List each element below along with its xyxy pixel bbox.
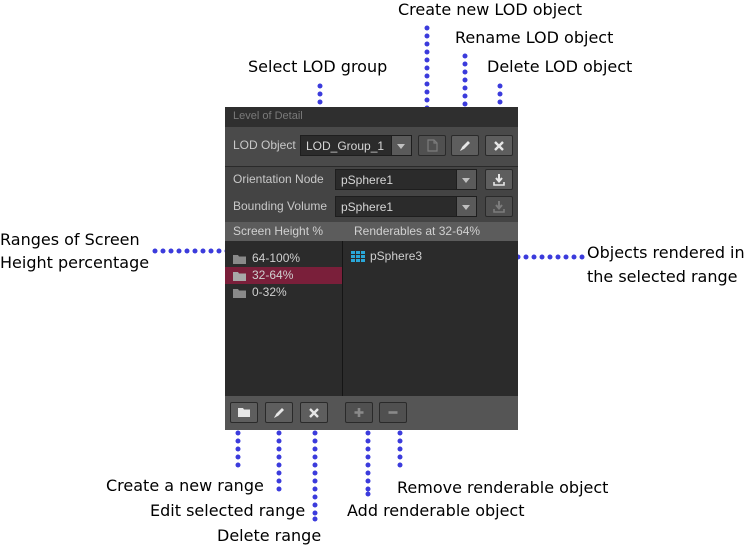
lod-object-value: LOD_Group_1 — [306, 139, 385, 153]
pencil-icon — [460, 141, 470, 151]
chevron-down-icon[interactable] — [456, 197, 476, 216]
delete-lod-button[interactable] — [485, 135, 513, 156]
mesh-grid-icon — [351, 251, 365, 262]
folder-icon — [233, 255, 246, 264]
download-icon — [493, 174, 505, 186]
pencil-icon — [274, 408, 284, 418]
callout-objects-line2: the selected range — [587, 267, 738, 286]
create-lod-button[interactable] — [418, 135, 446, 156]
plus-icon — [354, 408, 364, 417]
callout-edit-range: Edit selected range — [150, 501, 306, 520]
callout-select-lod-group: Select LOD group — [248, 57, 388, 76]
close-icon — [494, 141, 504, 151]
panel-title: Level of Detail — [233, 110, 303, 122]
callout-remove-renderable: Remove renderable object — [397, 478, 609, 497]
callout-ranges-line2: Height percentage — [0, 253, 150, 272]
orientation-node-select[interactable]: pSphere1 — [335, 169, 477, 190]
range-label: 32-64% — [252, 268, 294, 282]
rename-lod-button[interactable] — [451, 135, 479, 156]
orientation-load-button[interactable] — [485, 169, 513, 190]
create-range-button[interactable] — [230, 402, 258, 423]
minus-icon — [388, 411, 398, 414]
orientation-node-label: Orientation Node — [233, 172, 324, 186]
lod-panel: Level of Detail LOD Object LOD_Group_1 — [225, 107, 518, 430]
chevron-down-icon[interactable] — [391, 136, 411, 155]
download-icon — [493, 201, 505, 213]
range-item[interactable]: 0-32% — [225, 284, 342, 301]
folder-icon — [238, 408, 250, 417]
leader-objects-rendered — [507, 254, 585, 260]
new-document-icon — [427, 139, 438, 152]
ranges-list: 64-100% 32-64% 0-32% — [225, 241, 342, 396]
range-label: 0-32% — [252, 285, 287, 299]
folder-icon — [233, 289, 246, 298]
bounding-volume-label: Bounding Volume — [233, 199, 328, 213]
leader-add-renderable — [365, 422, 371, 497]
close-icon — [309, 408, 319, 418]
range-label: 64-100% — [252, 251, 301, 265]
lod-object-label: LOD Object — [233, 138, 296, 152]
panel-titlebar: Level of Detail — [225, 107, 518, 127]
bottom-toolbar — [225, 396, 518, 430]
lod-object-select[interactable]: LOD_Group_1 — [300, 135, 412, 156]
range-item[interactable]: 64-100% — [225, 250, 342, 267]
range-item-selected[interactable]: 32-64% — [225, 267, 342, 284]
leader-edit-range — [276, 422, 282, 492]
chevron-down-icon[interactable] — [456, 170, 476, 189]
orientation-node-value: pSphere1 — [341, 173, 394, 187]
edit-range-button[interactable] — [265, 402, 293, 423]
screen-height-header: Screen Height % — [233, 224, 324, 238]
callout-add-renderable: Add renderable object — [347, 501, 525, 520]
lod-object-row: LOD Object LOD_Group_1 — [225, 127, 518, 167]
bounding-volume-value: pSphere1 — [341, 200, 394, 214]
folder-icon — [233, 272, 246, 281]
pane-divider[interactable] — [342, 241, 343, 396]
callout-ranges-line1: Ranges of Screen — [0, 230, 140, 249]
callout-delete-lod: Delete LOD object — [487, 57, 633, 76]
renderables-header: Renderables at 32-64% — [354, 224, 481, 238]
callout-rename-lod: Rename LOD object — [455, 28, 614, 47]
leader-delete-range — [312, 422, 318, 522]
callout-delete-range: Delete range — [217, 526, 322, 545]
columns-header: Screen Height % Renderables at 32-64% — [225, 222, 518, 241]
renderable-label: pSphere3 — [370, 249, 423, 263]
remove-renderable-button[interactable] — [379, 402, 407, 423]
leader-ranges — [152, 248, 230, 254]
add-renderable-button[interactable] — [345, 402, 373, 423]
lod-properties: Orientation Node pSphere1 Bounding Volum… — [225, 167, 518, 222]
callout-create-range: Create a new range — [106, 476, 264, 495]
bounding-load-button[interactable] — [485, 196, 513, 217]
delete-range-button[interactable] — [300, 402, 328, 423]
bounding-volume-select[interactable]: pSphere1 — [335, 196, 477, 217]
callout-create-lod: Create new LOD object — [398, 0, 583, 19]
renderables-list: pSphere3 — [343, 241, 518, 396]
callout-objects-line1: Objects rendered in — [587, 243, 745, 262]
